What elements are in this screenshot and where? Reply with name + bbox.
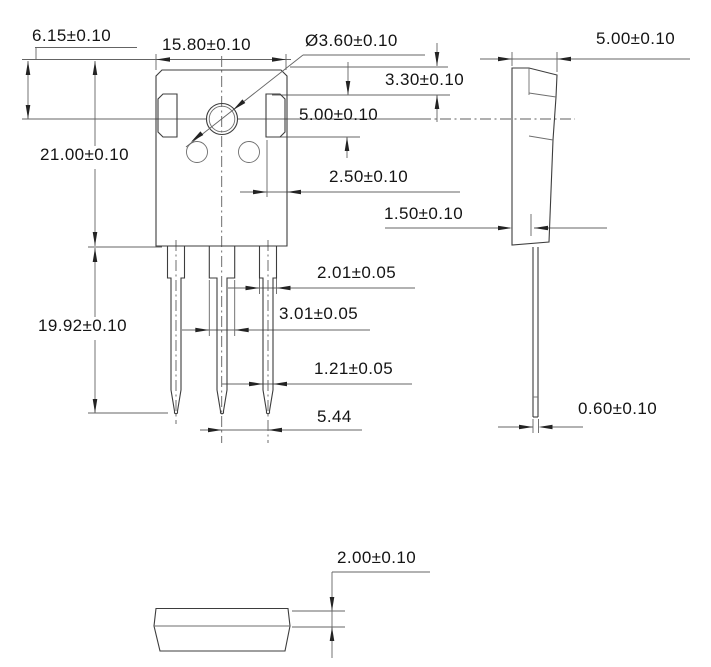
- side-view: [511, 67, 558, 418]
- arrowhead: [92, 248, 98, 262]
- bottom-view: [153, 607, 291, 652]
- arrowhead: [92, 232, 98, 246]
- arrowhead: [557, 56, 571, 62]
- arrowhead: [25, 105, 31, 119]
- arrowhead: [273, 381, 287, 387]
- arrowhead: [208, 427, 222, 433]
- dim-body-width: 15.80±0.10: [162, 35, 251, 54]
- mounting-hole-outer: [205, 102, 239, 136]
- arrowhead: [253, 189, 267, 195]
- dim-hole-diameter: Ø3.60±0.10: [305, 31, 398, 50]
- left-lead: [166, 246, 186, 415]
- arrowhead: [534, 225, 548, 231]
- dim-lead-pitch: 5.44: [317, 407, 352, 426]
- right-lead: [258, 246, 278, 415]
- arrowhead: [195, 327, 210, 333]
- dimension-lines: [22, 43, 690, 658]
- arrowhead: [234, 327, 249, 333]
- hole-leader: [185, 54, 425, 148]
- side-upper-parting-line: [528, 92, 557, 98]
- dim-hole-offset: 6.15±0.10: [32, 26, 112, 45]
- left-small-hole: [186, 141, 208, 163]
- mounting-hole-inner: [208, 105, 236, 133]
- arrowhead: [25, 61, 31, 75]
- dim-tab-step: 1.50±0.10: [384, 204, 464, 223]
- arrowhead: [519, 424, 533, 430]
- arrowhead: [498, 225, 512, 231]
- arrowhead: [287, 189, 301, 195]
- dim-notch-height: 5.00±0.10: [299, 105, 379, 124]
- arrowhead: [233, 99, 246, 110]
- side-lower-parting-line: [528, 135, 554, 141]
- arrowhead: [434, 52, 440, 66]
- dim-lead-thickness: 0.60±0.10: [578, 399, 658, 418]
- dim-lead-length: 19.92±0.10: [38, 316, 127, 335]
- dim-side-width: 5.00±0.10: [596, 29, 676, 48]
- dim-notch-width: 2.50±0.10: [329, 167, 409, 186]
- arrowhead: [329, 627, 335, 641]
- right-small-hole: [238, 141, 260, 163]
- arrowhead: [191, 131, 204, 142]
- arrowhead: [538, 424, 553, 430]
- dim-base-thickness: 2.00±0.10: [337, 548, 417, 567]
- left-side-notch: [157, 93, 178, 138]
- arrowhead: [92, 399, 98, 413]
- dim-lead-root-outer: 2.01±0.05: [317, 263, 397, 282]
- right-side-notch: [265, 93, 286, 138]
- dim-lead-root-center: 3.01±0.05: [279, 304, 359, 323]
- front-view: [155, 69, 288, 415]
- arrowhead: [498, 56, 512, 62]
- dim-lead-tip-width: 1.21±0.05: [314, 359, 394, 378]
- arrowhead: [249, 381, 263, 387]
- arrowheads: [25, 52, 571, 641]
- arrowhead: [276, 285, 291, 291]
- arrowhead: [245, 285, 260, 291]
- hole-callout-leader: [185, 54, 304, 148]
- arrowhead: [92, 61, 98, 75]
- arrowhead: [272, 57, 286, 62]
- center-lead: [208, 246, 236, 415]
- dim-notch-top-offset: 3.30±0.10: [385, 70, 465, 89]
- bottom-outline: [153, 607, 291, 652]
- centerlines: [175, 56, 575, 443]
- arrowhead: [329, 597, 335, 611]
- side-outline: [511, 67, 558, 246]
- arrowhead: [344, 137, 350, 151]
- package-body-outline: [155, 69, 288, 247]
- dim-body-height: 21.00±0.10: [40, 145, 129, 164]
- arrowhead: [345, 81, 351, 95]
- arrowhead: [156, 57, 170, 62]
- arrowhead: [434, 95, 440, 109]
- arrowhead: [268, 427, 282, 433]
